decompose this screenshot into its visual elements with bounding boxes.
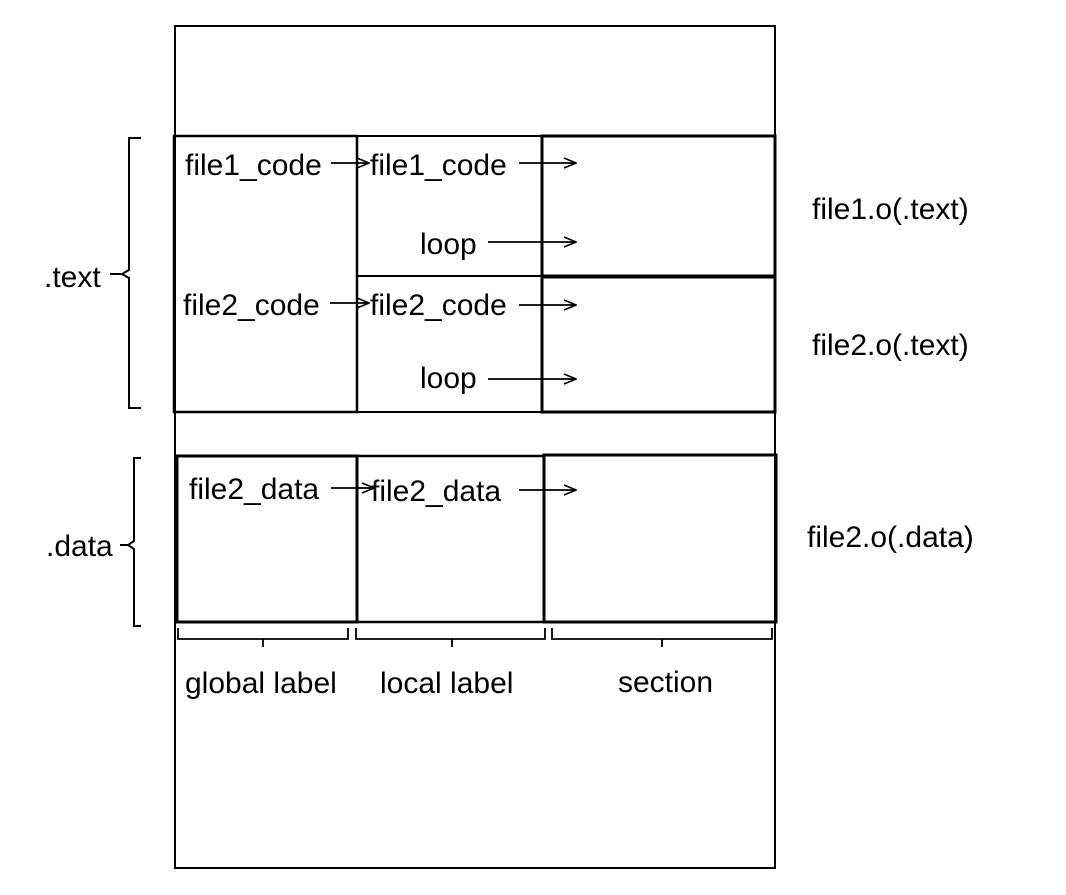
section-column-brace [551,628,773,647]
text-group-label: .text [44,261,101,294]
file1-local-label: file1_code [370,149,507,182]
section-column-label: section [618,666,713,699]
text-section-box-file2 [540,275,777,414]
data-section-label: file2.o(.data) [807,521,974,554]
local-column-brace [355,628,546,647]
file2-local-label: file2_code [370,289,507,322]
file2-section-label: file2.o(.text) [812,329,969,362]
file1-section-label: file1.o(.text) [812,193,969,226]
data-section-box [542,453,778,624]
file2-global-label: file2_code [183,289,320,322]
memory-outline [174,25,776,869]
local-column-label: local label [380,667,513,700]
text-group-brace [119,137,141,409]
file1-loop-label: loop [420,228,477,261]
global-column-brace [177,628,349,647]
file2-loop-label: loop [420,362,477,395]
data-global-label: file2_data [189,473,319,506]
data-group-label: .data [46,530,113,563]
file1-global-label: file1_code [185,149,322,182]
data-local-label: file2_data [371,475,501,508]
text-section-box-file1 [540,134,777,278]
global-column-label: global label [185,667,337,700]
data-group-brace [126,457,141,627]
